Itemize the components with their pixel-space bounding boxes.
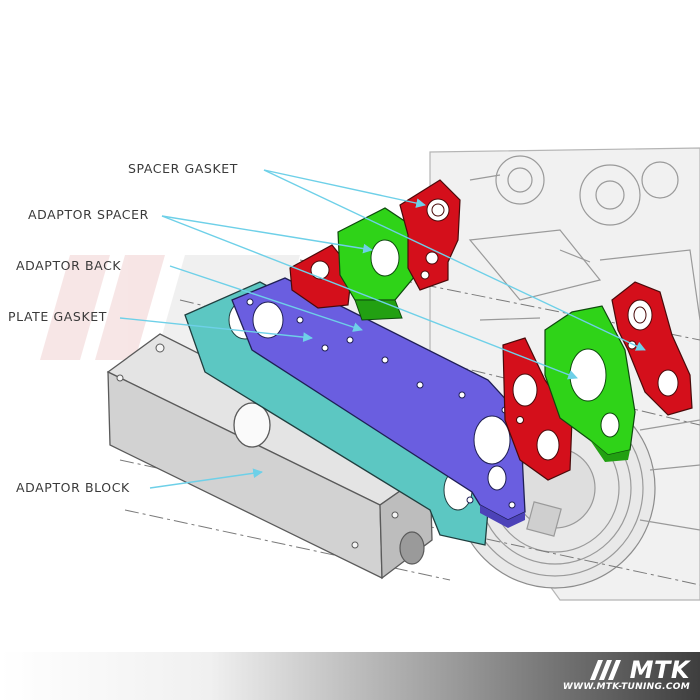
- adaptor-spacer-right: [544, 305, 636, 462]
- label-spacer-gasket: SPACER GASKET: [128, 161, 238, 176]
- label-adaptor-spacer: ADAPTOR SPACER: [28, 207, 149, 222]
- spacer-gasket-right: [611, 281, 693, 416]
- label-adaptor-back: ADAPTOR BACK: [16, 258, 122, 273]
- adaptor-back-leader: [169, 265, 363, 332]
- spacer-gasket-leader-a: [263, 169, 426, 208]
- spacer-gasket-rear: [289, 244, 353, 309]
- brand-logo-text: MTK: [629, 656, 690, 684]
- brand-url-text: WWW.MTK-TUNING.COM: [562, 682, 690, 692]
- label-adaptor-block: ADAPTOR BLOCK: [16, 480, 130, 495]
- callout-lines: [119, 169, 646, 489]
- adaptor-block-leader: [149, 468, 263, 489]
- spacer-gasket-left: [399, 179, 461, 291]
- adaptor-spacer-leader-b: [161, 215, 578, 380]
- label-plate-gasket: PLATE GASKET: [8, 309, 107, 324]
- footer-gradient-bar: [0, 652, 700, 700]
- adaptor-spacer-leader-a: [161, 215, 373, 254]
- spacer-gasket-right-rear: [502, 337, 573, 481]
- stripes-icon: [590, 660, 621, 680]
- spacer-gasket-leader-b: [263, 169, 646, 351]
- brand-watermark: MTK WWW.MTK-TUNING.COM: [552, 657, 692, 697]
- plate-gasket-leader: [119, 317, 313, 342]
